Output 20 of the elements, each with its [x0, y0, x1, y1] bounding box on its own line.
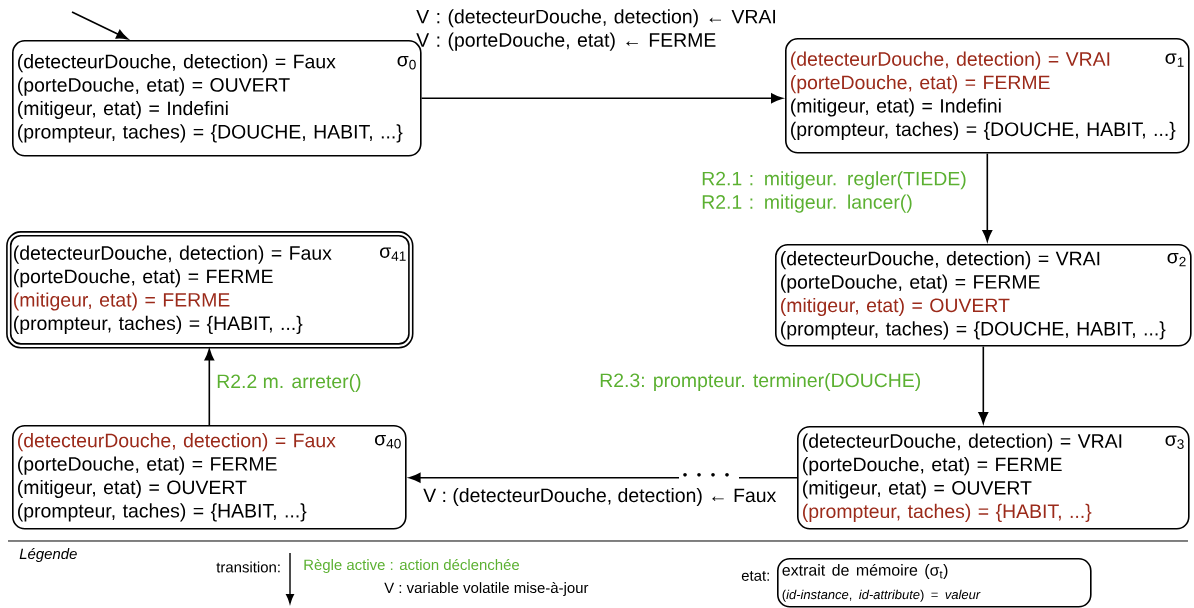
- arrow: [204, 348, 215, 426]
- edge-label: V : (detecteurDouche, detection) ← Faux: [423, 487, 777, 507]
- state-box: (detecteurDouche, detection) = VRAI σ$_{3}$ (porteDouche, etat) = FERME (mitigeur, etat) = OUVERT (prompteur, taches) = {HABIT, ...}: [797, 426, 1190, 530]
- legend-state-box: extrait de mémoire (σ$_{t}$) (id-instance, id-attribute) = valeur: [777, 558, 1092, 608]
- legend-text: V : variable volatile mise-à-jour: [384, 581, 589, 597]
- edge-label: R2.3: prompteur. terminer(DOUCHE): [600, 372, 920, 392]
- legend-text: etat:: [741, 571, 769, 581]
- edge-label: R2.1 : mitigeur. regler(TIEDE) R2.1 : mitigeur. lancer(): [702, 171, 966, 213]
- state-box: (detecteurDouche, detection) = VRAI σ$_{2}$ (porteDouche, etat) = FERME (mitigeur, etat) = OUVERT (prompteur, taches) = {DOUCHE, HABIT, ...}: [775, 244, 1192, 347]
- final-state-box: (detecteurDouche, detection) = Faux σ$_{41}$ (porteDouche, etat) = FERME (mitigeur, etat) = FERME (prompteur, taches) = {HABIT, ...}: [6, 231, 414, 349]
- state-box: (detecteurDouche, detection) = VRAI σ$_{1}$ (porteDouche, etat) = FERME (mitigeur, etat) = Indefini (prompteur, taches) = {DOUCHE, HABIT, ...}: [785, 38, 1190, 154]
- arrow: [978, 345, 989, 424]
- legend-title: Légende: [19, 547, 77, 563]
- arrow: [982, 152, 993, 242]
- legend-text: Règle active : action déclenchée: [304, 558, 520, 574]
- state-box: (detecteurDouche, detection) = Faux σ$_{40}$ (porteDouche, etat) = FERME (mitigeur, etat) = OUVERT (prompteur, taches) = {HABIT, ...}: [12, 425, 407, 530]
- edge-label: R2.2 m. arreter(): [217, 373, 361, 393]
- arrow: [420, 93, 783, 104]
- legend-text: transition:: [216, 561, 280, 573]
- arrow: [71, 11, 128, 40]
